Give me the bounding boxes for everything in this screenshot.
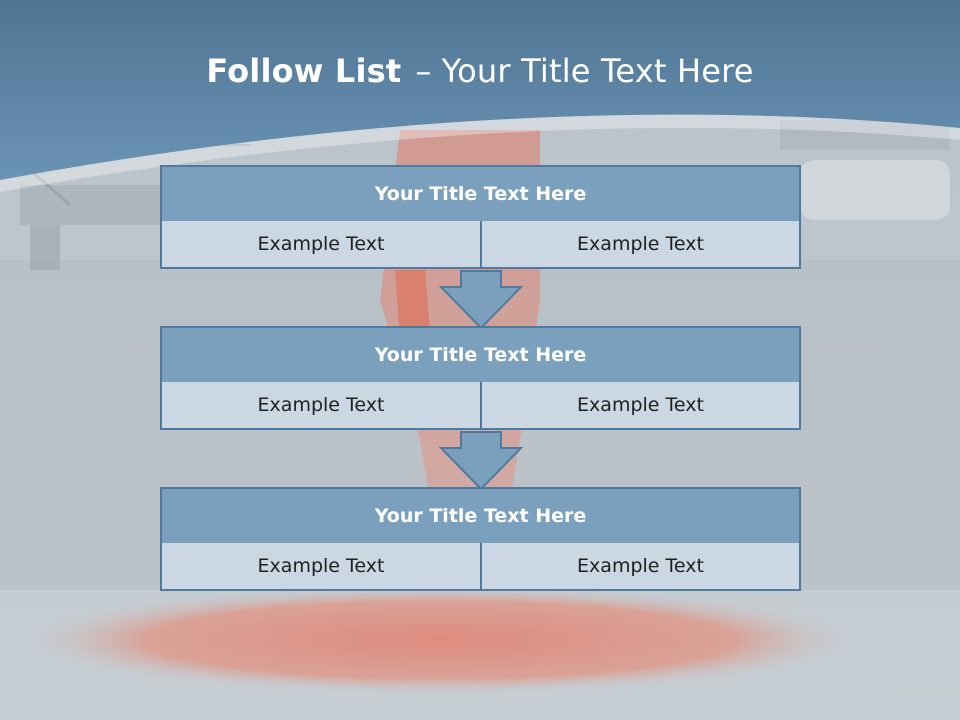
step-title: Your Title Text Here [160, 165, 801, 223]
slide-title-rest: Your Title Text Here [441, 52, 754, 90]
slide-title: Follow List–Your Title Text Here [0, 52, 960, 90]
slide-title-bold: Follow List [206, 52, 402, 90]
step-cell-right: Example Text [480, 382, 801, 430]
step-cell-left: Example Text [160, 382, 482, 430]
down-arrow-icon [438, 270, 524, 330]
step-cell-right: Example Text [480, 543, 801, 591]
slide-title-separator: – [415, 52, 432, 90]
step-title: Your Title Text Here [160, 326, 801, 384]
step-cell-right: Example Text [480, 221, 801, 269]
step-cell-left: Example Text [160, 221, 482, 269]
header-band [0, 0, 960, 192]
step-title: Your Title Text Here [160, 487, 801, 545]
down-arrow-icon [438, 431, 524, 491]
step-cell-left: Example Text [160, 543, 482, 591]
